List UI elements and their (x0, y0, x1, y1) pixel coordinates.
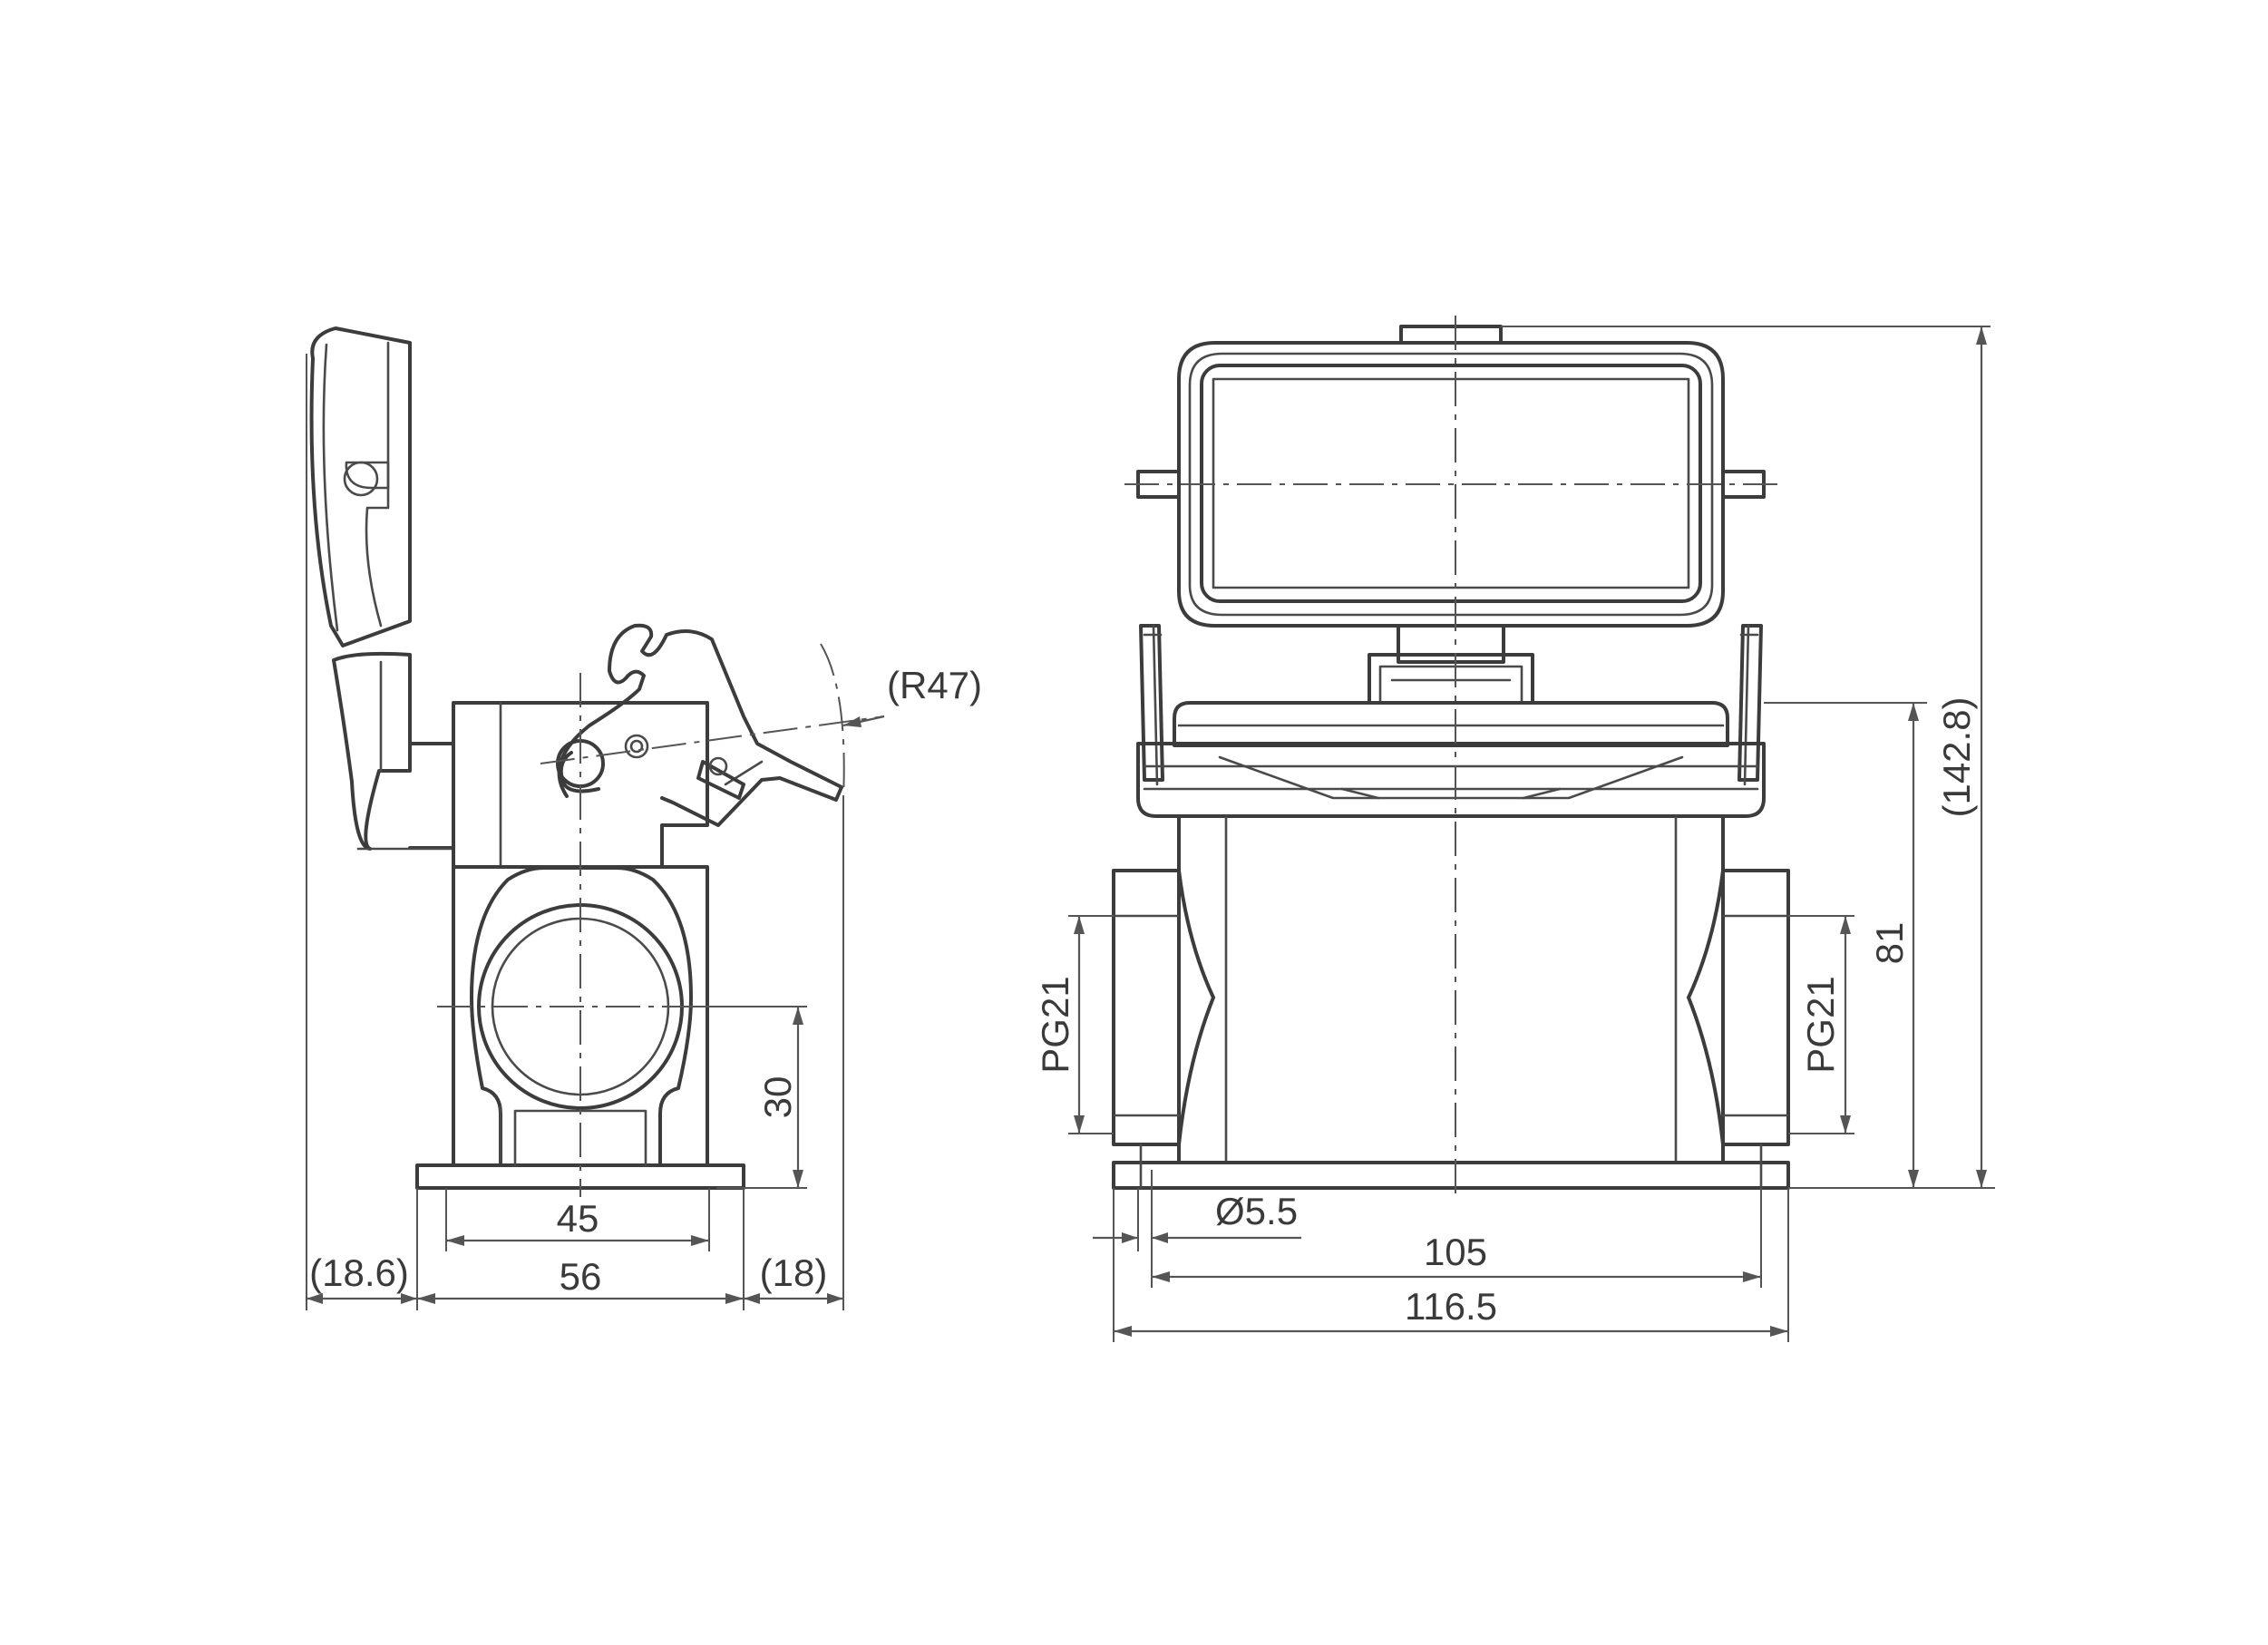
side-radius-label: (R47) (887, 664, 982, 706)
front-mounting-base (1112, 1161, 1790, 1190)
front-mount-spacing-label: 105 (1424, 1231, 1487, 1273)
side-lid-offset-label: (18.6) (309, 1251, 409, 1294)
front-thread-left-label: PG21 (1034, 976, 1076, 1073)
side-dimensions: 45 56 (18.6) (18) 30 (R47) (306, 354, 982, 1310)
side-lid (309, 326, 455, 851)
side-base-width-label: 56 (560, 1255, 602, 1298)
front-thread-right-label: PG21 (1799, 976, 1842, 1073)
front-total-height-label: (142.8) (1935, 696, 1978, 817)
front-gland-left (1112, 869, 1215, 1146)
front-hole-diameter-label: Ø5.5 (1215, 1190, 1298, 1232)
front-view (1112, 316, 1790, 1202)
front-housing-body (1177, 814, 1725, 1164)
side-mount-spacing-label: 45 (557, 1197, 599, 1240)
side-lever-offset-label: (18) (760, 1251, 828, 1294)
front-base-width-label: 116.5 (1405, 1285, 1497, 1328)
front-dimensions: 116.5 105 Ø5.5 PG21 PG21 81 (142.8) (1034, 326, 1995, 1342)
front-housing-cap (1173, 701, 1729, 747)
front-body-height-label: 81 (1868, 922, 1911, 965)
side-locking-lever (556, 623, 843, 827)
side-view (309, 326, 885, 1197)
front-gland-right (1687, 869, 1790, 1146)
side-hole-height-label: 30 (756, 1076, 799, 1119)
